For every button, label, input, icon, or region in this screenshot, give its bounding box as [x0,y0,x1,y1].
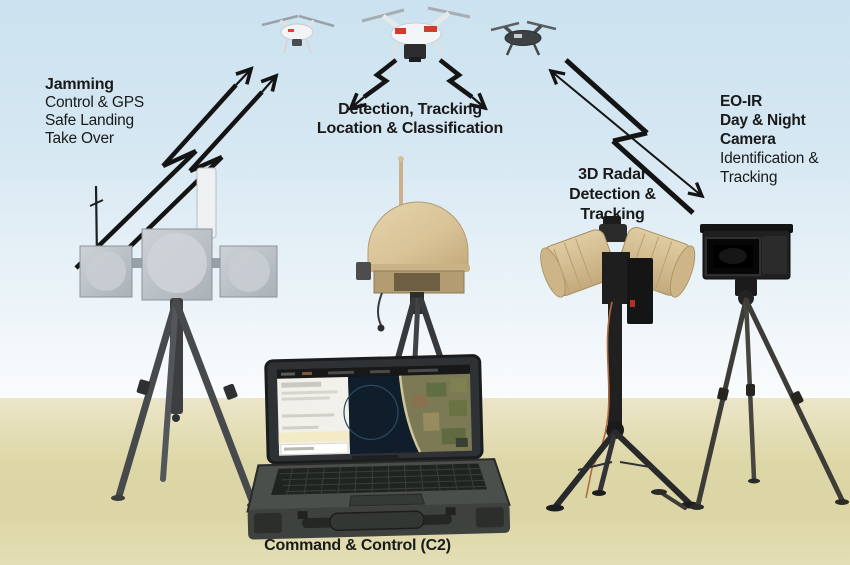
eoir-line: Identification & [720,150,819,167]
drone-middle-icon [361,6,471,62]
jamming-line: Take Over [45,130,114,147]
eoir-line: Camera [720,131,776,148]
sky-background [0,0,850,400]
radar-label: 3D Radar Detection & Tracking [540,165,685,225]
eoir-line: Tracking [720,169,778,186]
detection-line: Location & Classification [316,120,504,137]
jamming-line: Control & GPS [45,94,145,111]
detection-signal-arrows [351,58,485,108]
detection-label: Detection, Tracking Location & Classific… [295,100,525,138]
eoir-line: EO-IR [720,93,763,110]
radar-line: Tracking [580,206,645,223]
detection-line: Detection, Tracking [338,101,482,118]
drone-left-icon [261,14,335,54]
jammer-antenna-array-icon [79,167,278,508]
radar-line: 3D Radar [578,166,647,183]
drone-right-icon [490,20,557,56]
c2-label: Command & Control (C2) [264,537,451,554]
3d-radar-unit-icon [540,216,699,512]
jamming-title: Jamming [45,76,114,93]
jamming-line: Safe Landing [45,112,134,129]
eoir-label: EO-IR Day & Night Camera Identification … [720,92,850,187]
radar-eoir-signal-arrows [551,58,702,215]
eoir-line: Day & Night [720,112,806,129]
jamming-label: Jamming Control & GPS Safe Landing Take … [45,76,215,148]
radar-line: Detection & [569,186,656,203]
eo-ir-camera-icon [651,224,849,510]
rugged-c2-laptop-icon [246,354,511,540]
